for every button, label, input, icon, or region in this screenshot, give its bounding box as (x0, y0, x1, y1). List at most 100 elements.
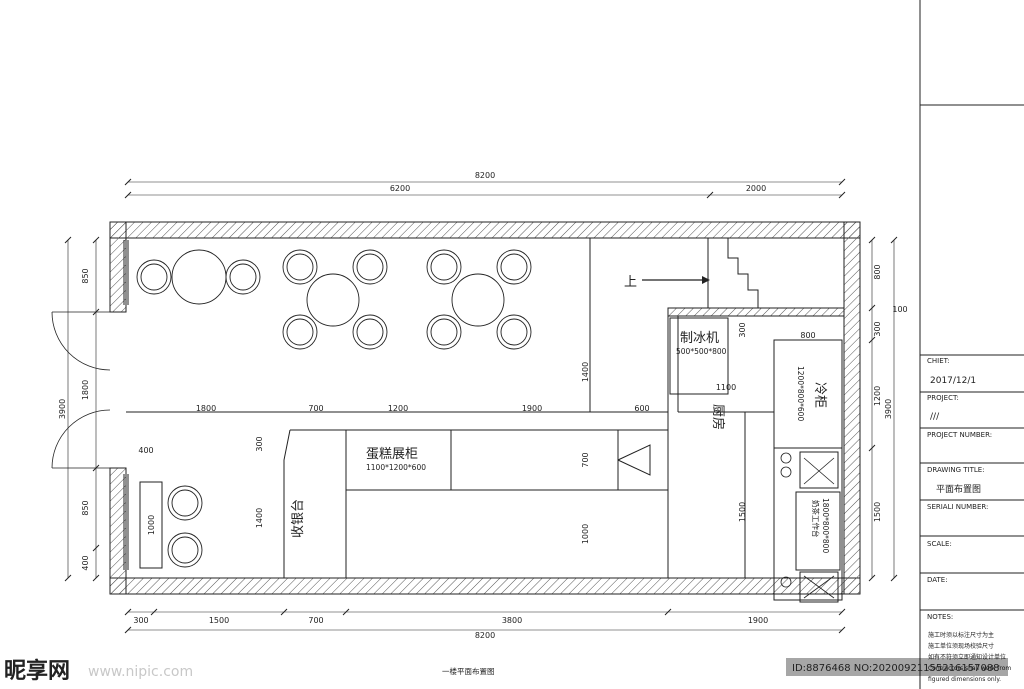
chair-d2 (167, 532, 203, 568)
chair-seat-b2 (356, 253, 384, 281)
dim-int-300b: 300 (738, 322, 747, 337)
dim-bottom-seg-4: 3800 (502, 616, 522, 625)
dim-left-seg-3: 850 (81, 500, 90, 515)
dim-bottom-seg-1: 300 (133, 616, 148, 625)
tea-station-label: 奶茶工作台 (811, 500, 821, 538)
chair-c4 (496, 314, 532, 350)
tb-note-3: 如有不符须立即通知设计单位 (928, 653, 1006, 661)
chair-seat-a1 (140, 263, 168, 291)
table-1 (171, 249, 227, 305)
dim-int-700a: 700 (308, 404, 323, 413)
tb-client-label: CHIET: (927, 357, 950, 365)
dim-tick-b1 (150, 608, 158, 616)
tb-date-label: DATE: (927, 576, 948, 584)
table-2 (306, 273, 360, 327)
dim-int-800: 800 (800, 331, 815, 340)
dim-bottom-total: 8200 (475, 631, 495, 640)
dim-tick-ls2 (92, 464, 100, 472)
tb-note-5: figured dimensions only. (928, 676, 1001, 683)
dim-tick-ls4 (92, 574, 100, 582)
tb-scale-label: SCALE: (927, 540, 952, 548)
dim-tick-ls3 (92, 544, 100, 552)
chair-c3 (426, 314, 462, 350)
tb-drawing-title-value: 平面布置图 (936, 483, 981, 495)
dim-tick-rs1 (868, 304, 876, 312)
dim-left-seg-2: 1800 (81, 380, 90, 400)
tb-drawing-title-label: DRAWING TITLE: (927, 466, 985, 474)
dim-tick-l0 (64, 236, 72, 244)
dim-int-700: 700 (581, 452, 590, 467)
walls (109, 221, 861, 595)
dim-int-1500: 1500 (738, 502, 747, 522)
chair-seat-c1 (430, 253, 458, 281)
ice-machine-size: 500*500*800 (676, 347, 727, 356)
dim-top-total: 8200 (475, 171, 495, 180)
dim-right-seg-3: 1200 (873, 386, 882, 406)
dim-right-outer: 100 (892, 305, 907, 314)
dim-tick-b3 (342, 608, 350, 616)
fridge-label: 冷柜 (812, 382, 827, 408)
interior-lines (110, 238, 843, 603)
dim-tick-l1 (64, 574, 72, 582)
dim-right-seg-4: 1500 (873, 502, 882, 522)
chair-seat-d1 (171, 489, 199, 517)
dining-furniture (136, 249, 532, 568)
dim-int-1800: 1800 (196, 404, 216, 413)
chair-a1 (136, 259, 172, 295)
dim-tick-b5 (838, 608, 846, 616)
chair-b3 (282, 314, 318, 350)
dim-tick-rs3 (868, 444, 876, 452)
stair-arrow (642, 276, 710, 284)
dim-tick-rs2 (868, 336, 876, 344)
dim-right-total: 3900 (884, 399, 893, 419)
tb-note-1: 施工时须以标注尺寸为主 (928, 631, 994, 639)
dim-top-left: 6200 (390, 184, 410, 193)
dim-tick-u0 (124, 191, 132, 199)
kitchen-label: 厨房 (710, 404, 726, 430)
dim-tick-u1 (706, 191, 714, 199)
dim-right-seg-1: 800 (873, 264, 882, 279)
title-block (919, 0, 1024, 689)
dim-tick-t1 (838, 178, 846, 186)
fridge-size: 1200*800*600 (796, 366, 805, 421)
chair-b4 (352, 314, 388, 350)
chair-b2 (352, 249, 388, 285)
drawing-caption: 一楼平面布置图 (442, 666, 495, 676)
dim-bottom-seg-3: 700 (308, 616, 323, 625)
dim-left-seg-4: 400 (81, 555, 90, 570)
stair-up-label: 上 (624, 275, 637, 290)
dim-int-1000b: 1000 (147, 515, 156, 535)
cake-cabinet-label: 蛋糕展柜 (366, 447, 418, 462)
chair-seat-a2 (229, 263, 257, 291)
watermark-brand: 昵享网 (4, 658, 70, 684)
kitchen-fixtures (780, 452, 835, 599)
dim-tick-b2 (280, 608, 288, 616)
chair-d1 (167, 485, 203, 521)
chair-b1 (282, 249, 318, 285)
cake-cabinet-size: 1100*1200*600 (366, 463, 426, 472)
dim-tick-b4 (664, 608, 672, 616)
chair-a2 (225, 259, 261, 295)
dim-tick-rs0 (868, 236, 876, 244)
tb-client-value: 2017/12/1 (930, 376, 976, 386)
dim-int-1000a: 1000 (581, 524, 590, 544)
dim-tick-t0 (124, 178, 132, 186)
tb-notes-label: NOTES: (927, 613, 953, 621)
dim-tick-rs4 (868, 574, 876, 582)
dim-int-1400b: 1400 (255, 508, 264, 528)
dim-right-seg-2: 300 (873, 321, 882, 336)
dim-int-1400a: 1400 (581, 362, 590, 382)
dim-tick-r1 (890, 574, 898, 582)
dim-bottom-seg-2: 1500 (209, 616, 229, 625)
dim-int-600: 600 (634, 404, 649, 413)
dim-left-seg-1: 850 (81, 268, 90, 283)
dim-int-1200: 1200 (388, 404, 408, 413)
watermark-id-bg (786, 658, 1008, 676)
chair-seat-c2 (500, 253, 528, 281)
tea-station-size: 1800*800*800 (821, 498, 830, 553)
chair-seat-b1 (286, 253, 314, 281)
dim-int-1100: 1100 (716, 383, 736, 392)
dim-tick-ls0 (92, 236, 100, 244)
tb-serial-label: SERIALI NUMBER: (927, 503, 988, 511)
cashier-label: 收银台 (291, 499, 306, 538)
